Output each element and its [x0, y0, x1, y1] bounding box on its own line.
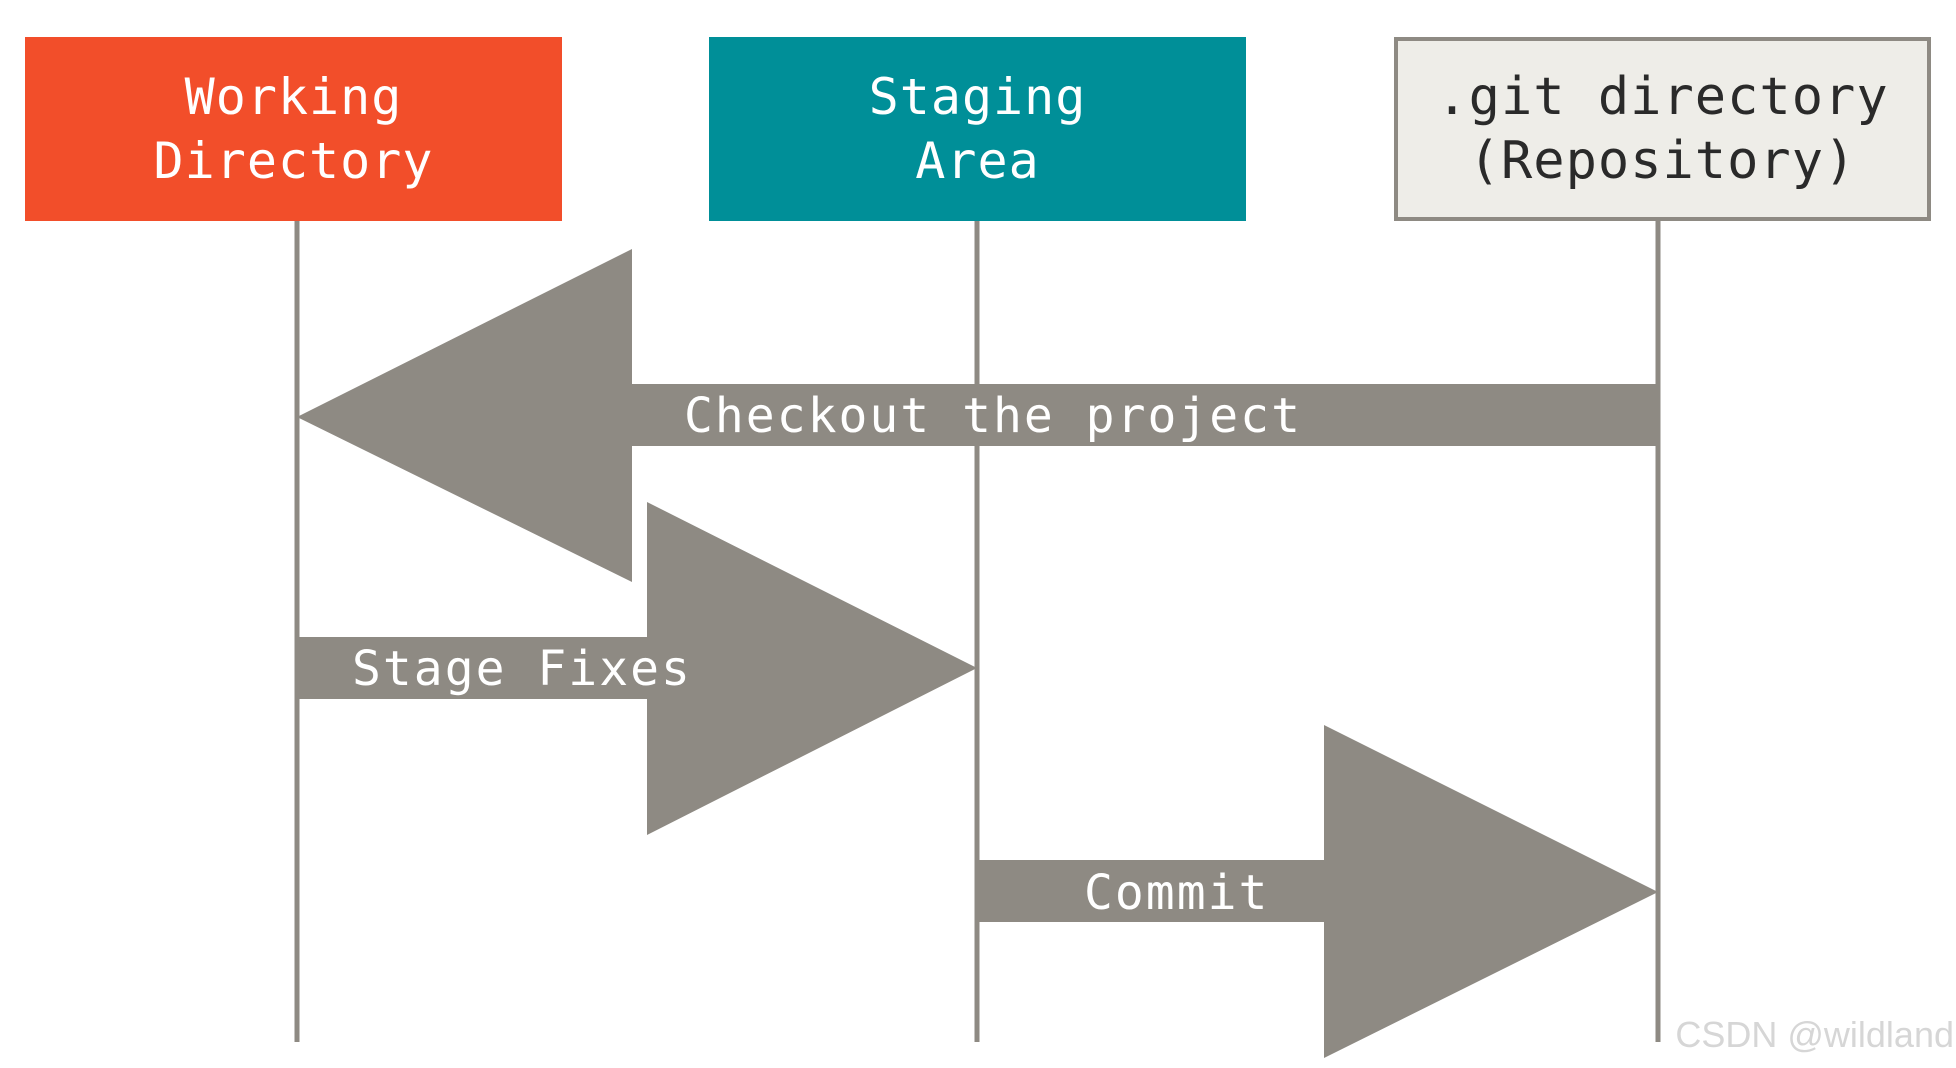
- checkout-arrow: [297, 249, 1658, 582]
- working-directory-box: Working Directory: [25, 37, 562, 221]
- git-directory-title-line2: (Repository): [1468, 131, 1857, 191]
- stage-fixes-arrow-label: Stage Fixes: [352, 641, 692, 697]
- commit-arrow: [977, 725, 1658, 1058]
- checkout-arrow-label: Checkout the project: [684, 388, 1302, 444]
- staging-area-title-line2: Area: [915, 132, 1040, 190]
- git-directory-box: .git directory (Repository): [1394, 37, 1931, 221]
- working-directory-title-line1: Working: [184, 68, 403, 126]
- staging-area-box: Staging Area: [709, 37, 1246, 221]
- staging-area-title-line1: Staging: [868, 68, 1087, 126]
- watermark: CSDN @wildland: [1675, 1014, 1954, 1055]
- stage-fixes-arrow: [297, 502, 977, 835]
- working-directory-title-line2: Directory: [153, 132, 434, 190]
- commit-arrow-label: Commit: [1084, 865, 1269, 921]
- git-directory-title-line1: .git directory: [1436, 67, 1889, 127]
